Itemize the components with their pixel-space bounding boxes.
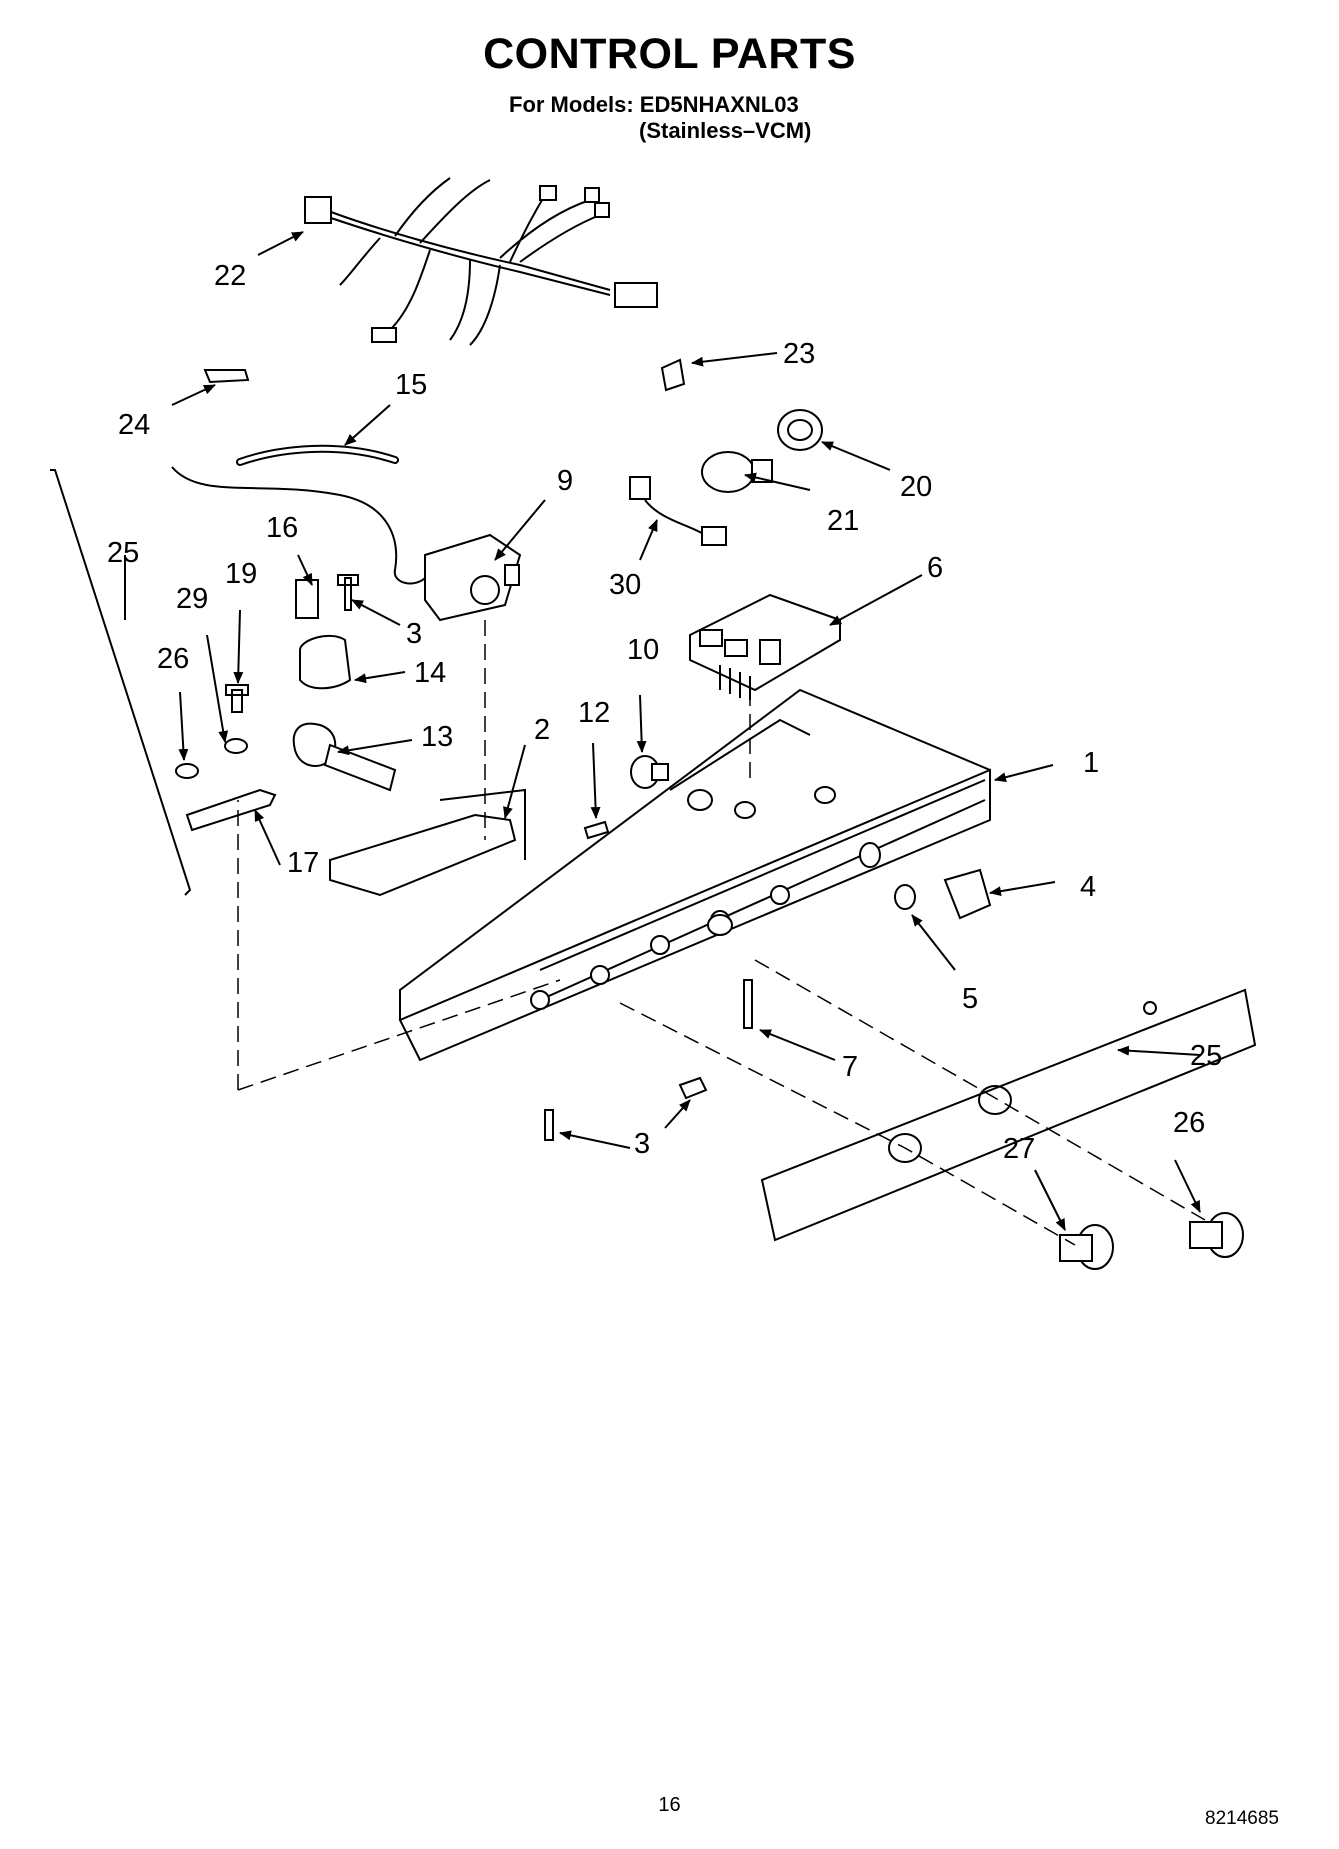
socket-harness-part (629, 476, 727, 546)
document-number: 8214685 (1205, 1808, 1279, 1829)
washer-24-part (175, 763, 199, 779)
page-number: 16 (658, 1794, 681, 1816)
screw-16-part (225, 684, 249, 713)
washer-29-part (224, 738, 248, 754)
callout-16: 19 (225, 558, 257, 590)
callout-9: 9 (557, 465, 573, 497)
callout-2: 2 (534, 714, 550, 746)
callout-15: 17 (287, 847, 319, 879)
door-switch-part (943, 868, 992, 920)
callout-5: 5 (962, 983, 978, 1015)
screw-3b-part (544, 1109, 554, 1141)
screw-part (337, 574, 359, 611)
shaft-part (292, 722, 397, 792)
callout-26: 26 (1173, 1107, 1205, 1139)
wire-harness-part (304, 177, 658, 346)
lever-part (185, 788, 277, 832)
callout-3-lower: 3 (634, 1128, 650, 1160)
switch-part (295, 579, 319, 619)
lamp-socket-part (777, 409, 823, 451)
bracket-12-part (299, 634, 352, 690)
callout-30: 30 (609, 569, 641, 601)
variant-line: (Stainless–VCM) (639, 118, 812, 143)
knob-26-part (1189, 1212, 1244, 1258)
callout-17: 20 (900, 471, 932, 503)
callout-3-upper: 3 (406, 618, 422, 650)
cap-part (894, 884, 916, 910)
callout-20: 22 (214, 260, 246, 292)
bracket-2-part (329, 813, 517, 897)
models-line: For Models: ED5NHAXNL03 (509, 92, 799, 117)
page-title: CONTROL PARTS (483, 30, 856, 78)
callout-27: 27 (1003, 1133, 1035, 1165)
screw-7-part (743, 979, 753, 1029)
front-panel-part (760, 988, 1257, 1242)
callout-25: 25 (1190, 1040, 1222, 1072)
callout-10: 12 (578, 697, 610, 729)
rod-part (50, 469, 192, 896)
knob-27-part (1059, 1224, 1114, 1270)
control-housing-part (398, 688, 991, 1062)
screw-3a-part (678, 1076, 708, 1100)
callout-21: 23 (783, 338, 815, 370)
callout-19: 21 (827, 505, 859, 537)
light-bulb-part (701, 451, 773, 493)
callout-24: 26 (157, 643, 189, 675)
callout-22: 24 (118, 409, 150, 441)
control-board-part (689, 593, 841, 700)
callout-12: 14 (414, 657, 446, 689)
callout-13: 15 (395, 369, 427, 401)
callout-4: 4 (1080, 871, 1096, 903)
callout-29: 29 (176, 583, 208, 615)
callout-23: 25 (107, 537, 139, 569)
screw-10-part (583, 820, 610, 840)
callout-7: 7 (842, 1051, 858, 1083)
callout-8: 10 (627, 634, 659, 666)
callout-11: 13 (421, 721, 453, 753)
clip-part (660, 358, 686, 392)
bracket-part (203, 369, 250, 384)
callout-6: 6 (927, 552, 943, 584)
grommet-part (630, 755, 669, 789)
callout-1: 1 (1083, 747, 1099, 779)
callout-14: 16 (266, 512, 298, 544)
